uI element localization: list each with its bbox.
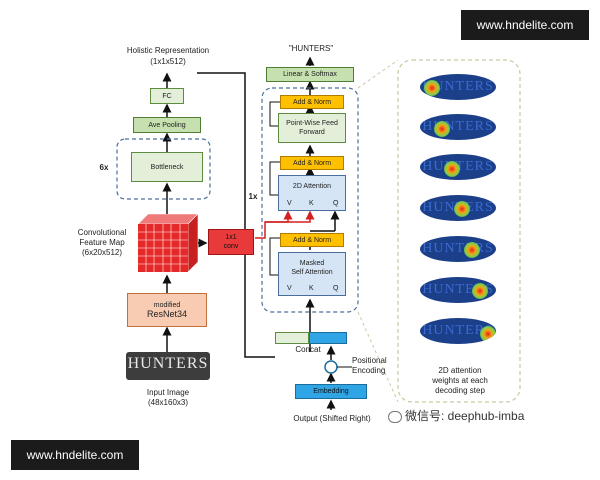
attention-spot-6 [472,283,488,299]
resnet-block: modified ResNet34 [127,293,207,327]
masked-q: Q [333,285,339,292]
linear-softmax-label: Linear & Softmax [283,71,337,78]
attention-map-3: HUNTERS [420,154,496,180]
input-image-dim: (48x160x3) [147,398,189,407]
concat-right-part [309,332,347,344]
decoder-repeat: 1x [248,192,258,201]
watermark-top-text: www.hndelite.com [476,18,574,32]
embedding-block: Embedding [295,384,367,399]
attention-caption-2: weights at each [432,376,488,385]
attention-spot-4 [454,201,470,217]
masked-label-1: Masked [299,260,325,267]
wechat-text: 微信号: deephub-imba [405,409,525,423]
attention-caption-1: 2D attention [438,366,482,375]
embedding-label: Embedding [313,388,349,395]
ave-pooling-block: Ave Pooling [133,117,201,133]
resnet-label-2: ResNet34 [146,309,188,319]
attention-map-7: HUNTERS [420,318,496,344]
output-word: "HUNTERS" [288,44,334,53]
conv-label-1: 1x1 [225,234,237,241]
attention-2d-v: V [287,200,292,207]
output-shifted-label: Output (Shifted Right) [293,414,371,423]
attention-spot-2 [434,121,450,137]
holistic-title: Holistic Representation [126,46,210,55]
concat-left-part [275,332,309,344]
attention-map-1-word: HUNTERS [422,79,494,94]
positional-label-2: Encoding [352,366,386,375]
add-norm-3-label: Add & Norm [292,98,332,106]
input-image-label: Input Image [146,388,190,397]
watermark-top: www.hndelite.com [461,10,589,40]
add-norm-3: Add & Norm [280,95,344,109]
resnet-label-1: modified [153,302,181,309]
masked-v: V [287,285,292,292]
feature-map-label-1: Convolutional [77,228,127,237]
masked-k: K [309,285,314,292]
input-image: HUNTERS [126,352,210,380]
bottleneck-repeat: 6x [99,163,109,172]
add-norm-1: Add & Norm [280,233,344,247]
feature-map-dim: (6x20x512) [81,248,123,257]
watermark-bottom-text: www.hndelite.com [26,448,124,462]
attention-map-6: HUNTERS [420,277,496,303]
attention-spot-7 [480,326,496,342]
attention-spot-3 [444,161,460,177]
holistic-dim: (1x1x512) [150,57,186,66]
input-image-word: HUNTERS [127,355,209,372]
attention-map-5: HUNTERS [420,236,496,262]
attention-2d-k: K [309,200,314,207]
attention-map-7-word: HUNTERS [422,323,494,338]
attention-spot-5 [464,242,480,258]
attention-map-1: HUNTERS [420,74,496,100]
attention-map-2-word: HUNTERS [422,119,494,134]
linear-softmax-block: Linear & Softmax [266,67,354,82]
bottleneck-block: Bottleneck [131,152,203,182]
attention-2d-q: Q [333,200,339,207]
attention-map-4: HUNTERS [420,195,496,221]
feed-forward-label-2: Forward [299,129,325,136]
attention-map-2: HUNTERS [420,114,496,140]
attention-map-5-word: HUNTERS [422,241,494,256]
add-norm-2-label: Add & Norm [292,159,332,167]
feature-map-cube [137,213,199,273]
attention-2d-block: 2D Attention V K Q [278,175,346,211]
attention-caption-3: decoding step [435,386,485,395]
feature-map-label-2: Feature Map [79,238,125,247]
feed-forward-label-1: Point-Wise Feed [286,120,338,127]
concat-block [275,332,347,344]
wechat-icon [388,410,402,423]
add-norm-2: Add & Norm [280,156,344,170]
feature-map-grid [137,213,199,273]
ave-pooling-label: Ave Pooling [148,121,186,129]
wechat-watermark: 微信号: deephub-imba [388,409,524,423]
positional-label-1: Positional [352,356,387,365]
attention-2d-label: 2D Attention [292,183,332,190]
attention-spot-1 [424,80,440,96]
masked-label-2: Self Attention [291,269,333,276]
fc-block: FC [150,88,184,104]
concat-label: Concat [295,345,321,354]
conv-1x1-block: 1x1 conv [208,229,254,255]
fc-label: FC [162,92,172,100]
conv-label-2: conv [223,243,239,250]
add-norm-1-label: Add & Norm [292,236,332,244]
watermark-bottom: www.hndelite.com [11,440,139,470]
feed-forward-block: Point-Wise Feed Forward [278,113,346,143]
masked-attention-block: Masked Self Attention V K Q [278,252,346,296]
bottleneck-label: Bottleneck [150,163,184,171]
